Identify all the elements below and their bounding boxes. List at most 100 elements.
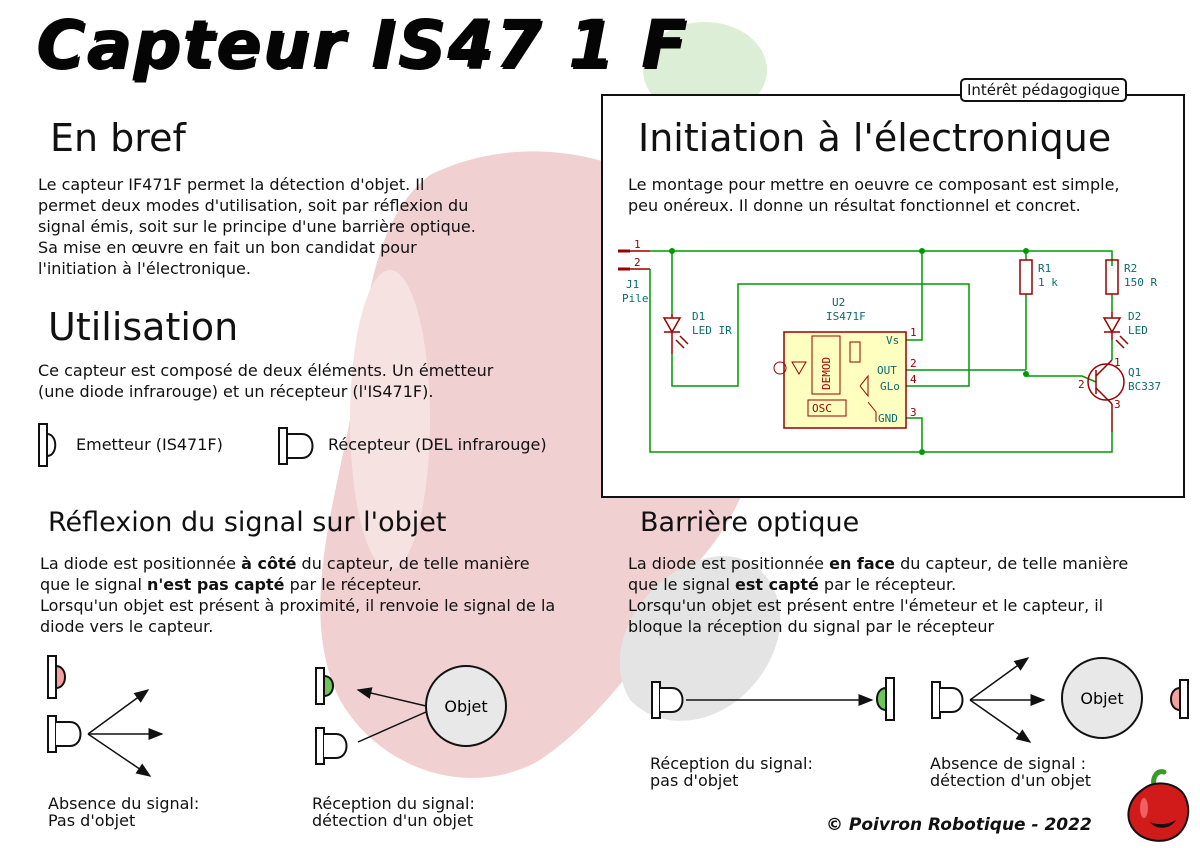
ic-osc-label: OSC bbox=[812, 402, 832, 415]
reflexion-line: La diode est positionnée à côté du capte… bbox=[40, 554, 530, 573]
emitter-icon bbox=[47, 655, 66, 699]
pepper-logo-icon bbox=[1127, 769, 1190, 842]
caption-reception-signal: Réception du signal: pas d'objet bbox=[650, 755, 813, 789]
barriere-line: La diode est positionnée en face du capt… bbox=[628, 554, 1129, 573]
caption-line: Réception du signal: bbox=[312, 794, 475, 813]
diode-d1 bbox=[662, 314, 689, 354]
objet-label: Objet bbox=[1080, 689, 1123, 708]
emitter-icon bbox=[876, 677, 895, 721]
emitter-icon bbox=[315, 667, 334, 705]
section-heading-utilisation: Utilisation bbox=[48, 305, 239, 349]
pin-out-label: OUT bbox=[877, 364, 897, 377]
ic-u2: DEMOD OSC Vs OUT GLo GND bbox=[773, 331, 907, 429]
j1-pin1-label: 1 bbox=[634, 238, 641, 251]
receiver-symbol-icon bbox=[278, 427, 314, 465]
j1-pin2-label: 2 bbox=[634, 256, 641, 269]
barriere-line: que le signal est capté par le récepteur… bbox=[628, 575, 957, 594]
schematic-junctions bbox=[669, 248, 1029, 455]
receiver-icon bbox=[315, 727, 348, 765]
d1-ref: D1 bbox=[692, 310, 705, 323]
u2-pin2: 2 bbox=[910, 357, 917, 370]
r1-value: 1 k bbox=[1038, 276, 1058, 289]
footer-copyright: © Poivron Robotique - 2022 bbox=[826, 815, 1092, 835]
pin-glo-label: GLo bbox=[880, 380, 900, 393]
utilisation-line: Ce capteur est composé de deux éléments.… bbox=[38, 361, 494, 380]
bref-paragraph: Le capteur IF471F permet la détection d'… bbox=[38, 174, 558, 279]
connector-j1: 1 2 J1 Pile bbox=[618, 238, 650, 305]
receiver-icon bbox=[651, 681, 684, 719]
objet-circle bbox=[1061, 657, 1143, 739]
bref-line: permet deux modes d'utilisation, soit pa… bbox=[38, 196, 469, 215]
schematic-wires bbox=[649, 250, 1113, 453]
reflexion-line: Lorsqu'un objet est présent à proximité,… bbox=[40, 596, 556, 615]
legend-emitter-label: Emetteur (IS471F) bbox=[76, 435, 223, 454]
q1-pin2: 2 bbox=[1078, 378, 1085, 391]
bref-line: l'initiation à l'électronique. bbox=[38, 259, 251, 278]
j1-value: Pile bbox=[622, 292, 649, 305]
q1-value: BC337 bbox=[1128, 380, 1161, 393]
section-heading-reflexion: Réflexion du signal sur l'objet bbox=[48, 507, 447, 538]
objet-label: Objet bbox=[444, 697, 487, 716]
reflexion-line: diode vers le capteur. bbox=[40, 617, 214, 636]
receiver-icon bbox=[47, 715, 82, 753]
ic-demod-label: DEMOD bbox=[820, 357, 833, 390]
caption-absence-signal: Absence de signal : détection d'un objet bbox=[930, 755, 1091, 789]
caption-reception-signal: Réception du signal: détection d'un obje… bbox=[312, 795, 475, 829]
d2-ref: D2 bbox=[1128, 310, 1141, 323]
pedagogy-heading: Initiation à l'électronique bbox=[638, 116, 1112, 160]
barriere-line: Lorsqu'un objet est présent entre l'émet… bbox=[628, 596, 1104, 615]
watermark-pepper-highlight bbox=[350, 270, 430, 570]
pin-gnd-label: GND bbox=[878, 412, 898, 425]
section-heading-barriere: Barrière optique bbox=[640, 507, 860, 538]
caption-line: détection d'un objet bbox=[930, 771, 1092, 790]
caption-line: Absence du signal: bbox=[48, 794, 200, 813]
bref-line: Le capteur IF471F permet la détection d'… bbox=[38, 175, 425, 194]
caption-absence-signal: Absence du signal: Pas d'objet bbox=[48, 795, 199, 829]
barriere-diagram: Objet bbox=[651, 657, 1189, 743]
d1-value: LED IR bbox=[692, 324, 732, 337]
pedagogy-line: peu onéreux. Il donne un résultat foncti… bbox=[628, 196, 1081, 215]
emitter-icon bbox=[1170, 679, 1189, 719]
page-title: Capteur IS47 1 F bbox=[36, 6, 688, 83]
legend-receiver-label: Récepteur (DEL infrarouge) bbox=[328, 435, 547, 454]
section-heading-bref: En bref bbox=[50, 116, 186, 160]
caption-line: pas d'objet bbox=[650, 771, 739, 790]
u2-pin1: 1 bbox=[910, 326, 917, 339]
reflexion-diagram: Objet bbox=[47, 655, 507, 777]
r2-ref: R2 bbox=[1124, 262, 1137, 275]
u2-ref: U2 bbox=[832, 296, 845, 309]
j1-ref: J1 bbox=[626, 278, 639, 291]
pedagogy-tag: Intérêt pédagogique bbox=[960, 78, 1127, 102]
barriere-paragraph: La diode est positionnée en face du capt… bbox=[628, 553, 1188, 637]
utilisation-paragraph: Ce capteur est composé de deux éléments.… bbox=[38, 360, 578, 402]
u2-pin4: 4 bbox=[910, 373, 917, 386]
reflexion-line: que le signal n'est pas capté par le réc… bbox=[40, 575, 422, 594]
q1-pin3: 3 bbox=[1114, 398, 1121, 411]
utilisation-line: (une diode infrarouge) et un récepteur (… bbox=[38, 382, 434, 401]
pin-vs-label: Vs bbox=[886, 334, 899, 347]
receiver-icon bbox=[931, 681, 964, 719]
caption-line: Pas d'objet bbox=[48, 811, 136, 830]
resistor-r2 bbox=[1105, 259, 1119, 295]
transistor-q1 bbox=[1087, 359, 1125, 432]
circuit-schematic: 1 2 J1 Pile D1 LED IR U2 IS471F bbox=[618, 238, 1161, 455]
u2-pin3: 3 bbox=[910, 406, 917, 419]
reflexion-paragraph: La diode est positionnée à côté du capte… bbox=[40, 553, 600, 637]
watermark-pepper-mouth bbox=[619, 556, 781, 721]
q1-pin1: 1 bbox=[1114, 356, 1121, 369]
barriere-line: bloque la réception du signal par le réc… bbox=[628, 617, 995, 636]
r2-value: 150 R bbox=[1124, 276, 1157, 289]
caption-line: Réception du signal: bbox=[650, 754, 813, 773]
emitter-symbol-icon bbox=[38, 423, 57, 467]
pedagogy-line: Le montage pour mettre en oeuvre ce comp… bbox=[628, 175, 1120, 194]
pedagogy-panel bbox=[601, 94, 1185, 498]
d2-value: LED bbox=[1128, 324, 1148, 337]
resistor-r1 bbox=[1019, 259, 1033, 295]
u2-value: IS471F bbox=[826, 310, 866, 323]
diode-d2 bbox=[1102, 312, 1129, 349]
bref-line: signal émis, soit sur le principe d'une … bbox=[38, 217, 476, 236]
bref-line: Sa mise en œuvre en fait un bon candidat… bbox=[38, 238, 417, 257]
q1-ref: Q1 bbox=[1128, 366, 1141, 379]
caption-line: détection d'un objet bbox=[312, 811, 474, 830]
r1-ref: R1 bbox=[1038, 262, 1051, 275]
